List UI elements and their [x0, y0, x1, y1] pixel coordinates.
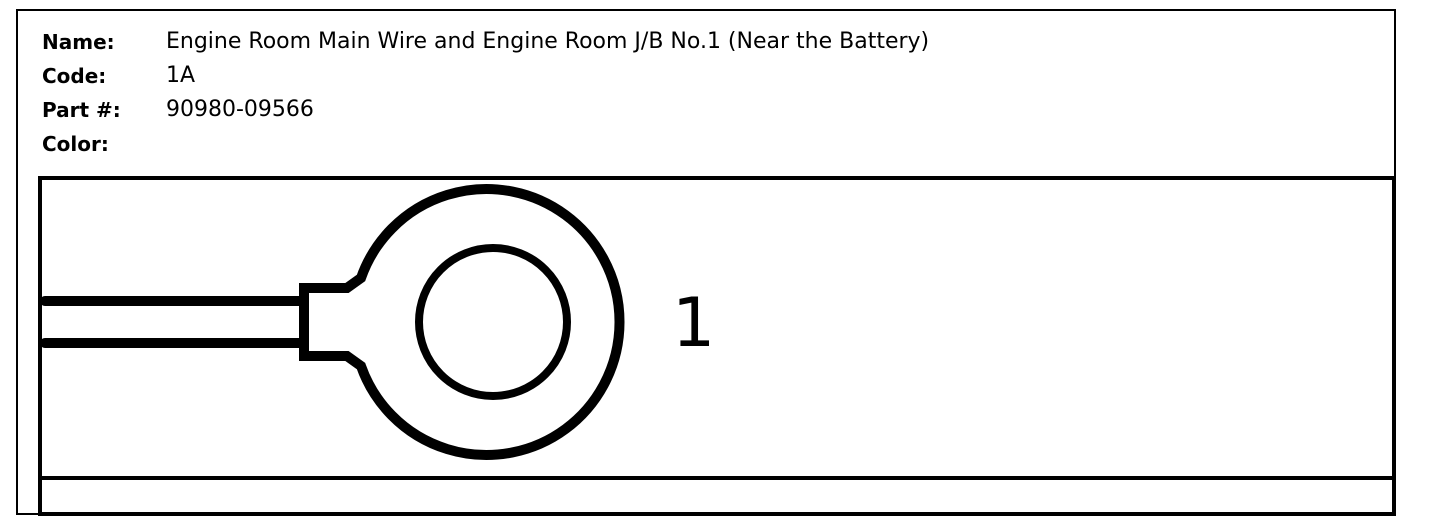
code-row: Code: 1A [42, 59, 929, 93]
connector-info: Name: Engine Room Main Wire and Engine R… [42, 25, 929, 161]
color-row: Color: [42, 127, 929, 161]
footer-divider [42, 476, 1392, 480]
name-value: Engine Room Main Wire and Engine Room J/… [166, 29, 930, 54]
part-value: 90980-09566 [166, 97, 314, 122]
connector-sheet: Name: Engine Room Main Wire and Engine R… [16, 9, 1396, 516]
name-row: Name: Engine Room Main Wire and Engine R… [42, 25, 929, 59]
part-label: Part #: [42, 98, 121, 122]
color-label: Color: [42, 132, 109, 156]
pin-number-label: 1 [672, 284, 715, 363]
part-row: Part #: 90980-09566 [42, 93, 929, 127]
code-value: 1A [166, 63, 196, 88]
name-label: Name: [42, 30, 115, 54]
ring-terminal-outline [299, 184, 625, 460]
connector-diagram: 1 [38, 176, 1396, 516]
code-label: Code: [42, 64, 107, 88]
ring-terminal-hole [415, 244, 571, 400]
ring-terminal-drawing: 1 [42, 184, 715, 460]
